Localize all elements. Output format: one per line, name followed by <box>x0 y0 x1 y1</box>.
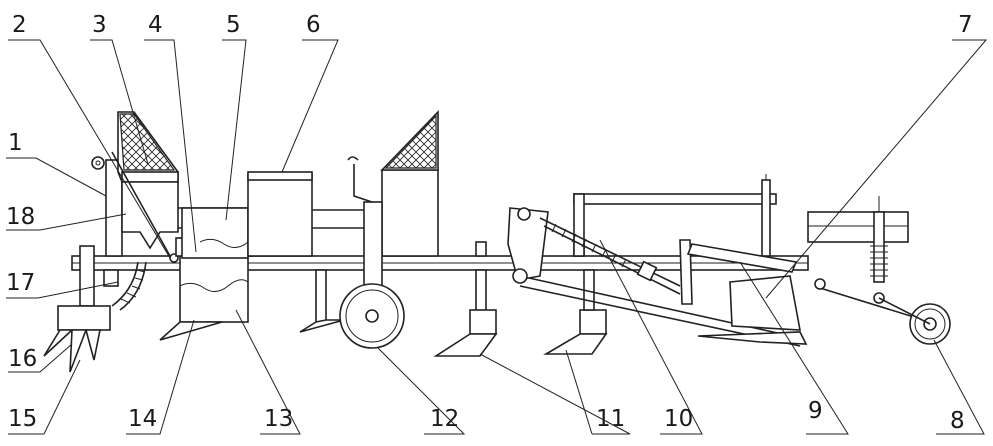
top-rectangular-frame <box>573 174 777 257</box>
label-16: 16 <box>8 346 37 372</box>
label-15: 15 <box>8 406 37 432</box>
mid-shovel <box>299 269 345 333</box>
label-13: 13 <box>264 406 293 432</box>
reference-numerals: 1 2 3 4 5 6 7 8 9 10 11 12 13 14 15 16 1… <box>6 12 973 434</box>
depth-screw <box>870 196 888 304</box>
label-10: 10 <box>664 406 693 432</box>
front-tines <box>43 329 101 373</box>
ground-wheel <box>339 156 405 349</box>
rear-mesh-hopper <box>380 110 439 257</box>
label-9: 9 <box>808 398 823 424</box>
inclined-blade <box>519 239 808 347</box>
flexible-pipe <box>111 261 147 311</box>
threaded-rod <box>507 207 681 295</box>
furrow-openers <box>433 269 608 357</box>
tine-holder <box>57 305 111 331</box>
label-12: 12 <box>430 406 459 432</box>
front-support-legs <box>79 245 119 307</box>
label-6: 6 <box>306 12 321 38</box>
seed-box <box>181 207 249 259</box>
label-5: 5 <box>226 12 241 38</box>
label-17: 17 <box>6 270 35 296</box>
label-2: 2 <box>12 12 27 38</box>
fertilizer-box <box>247 171 313 257</box>
label-3: 3 <box>92 12 107 38</box>
label-4: 4 <box>148 12 163 38</box>
label-8: 8 <box>950 408 965 434</box>
label-18: 18 <box>6 204 35 230</box>
rear-frame <box>807 211 931 323</box>
label-11: 11 <box>596 406 625 432</box>
label-14: 14 <box>128 406 157 432</box>
rear-wheel <box>878 297 951 345</box>
label-7: 7 <box>958 12 973 38</box>
leader-lines <box>6 39 988 435</box>
front-mesh-hopper <box>117 111 179 183</box>
label-1: 1 <box>8 130 23 156</box>
